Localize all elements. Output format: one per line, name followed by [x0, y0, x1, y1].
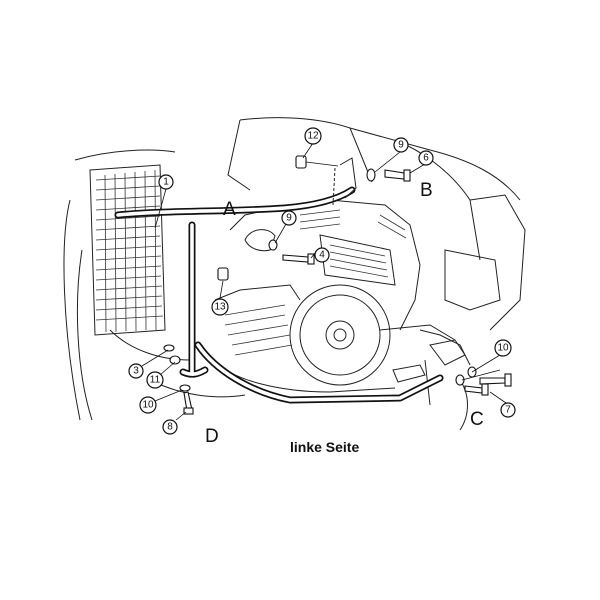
- section-label-c: C: [470, 409, 484, 430]
- mounting-brackets: [244, 157, 466, 383]
- callout-1: 1: [158, 174, 174, 190]
- section-label-d: D: [205, 426, 219, 447]
- callout-8: 8: [162, 419, 178, 435]
- svg-text:11: 11: [150, 375, 161, 386]
- callout-13: 13: [211, 298, 229, 316]
- callout-10-left: 10: [139, 396, 157, 414]
- callout-7: 7: [500, 402, 516, 418]
- side-caption: linke Seite: [290, 439, 359, 455]
- svg-text:7: 7: [505, 405, 511, 416]
- svg-text:13: 13: [214, 302, 226, 313]
- callout-6: 6: [418, 150, 434, 166]
- callout-10-right: 10: [494, 339, 512, 357]
- crash-bar: [114, 186, 444, 404]
- callout-11: 11: [146, 371, 164, 389]
- svg-text:10: 10: [497, 343, 509, 354]
- svg-text:4: 4: [319, 250, 325, 261]
- svg-text:8: 8: [167, 422, 173, 433]
- section-label-a: A: [223, 199, 236, 220]
- callout-12: 12: [304, 127, 322, 145]
- svg-text:1: 1: [163, 177, 169, 188]
- callout-3: 3: [128, 363, 144, 379]
- leader-lines: [141, 142, 507, 421]
- svg-text:9: 9: [398, 140, 404, 151]
- section-label-b: B: [420, 180, 433, 201]
- svg-text:9: 9: [286, 213, 292, 224]
- svg-text:3: 3: [133, 366, 139, 377]
- callout-4: 4: [314, 247, 330, 263]
- svg-text:10: 10: [142, 400, 154, 411]
- svg-text:12: 12: [307, 131, 319, 142]
- motorcycle-outline: [63, 117, 526, 431]
- svg-text:6: 6: [423, 153, 429, 164]
- callout-9-mid: 9: [281, 210, 297, 226]
- callout-9-top: 9: [393, 137, 409, 153]
